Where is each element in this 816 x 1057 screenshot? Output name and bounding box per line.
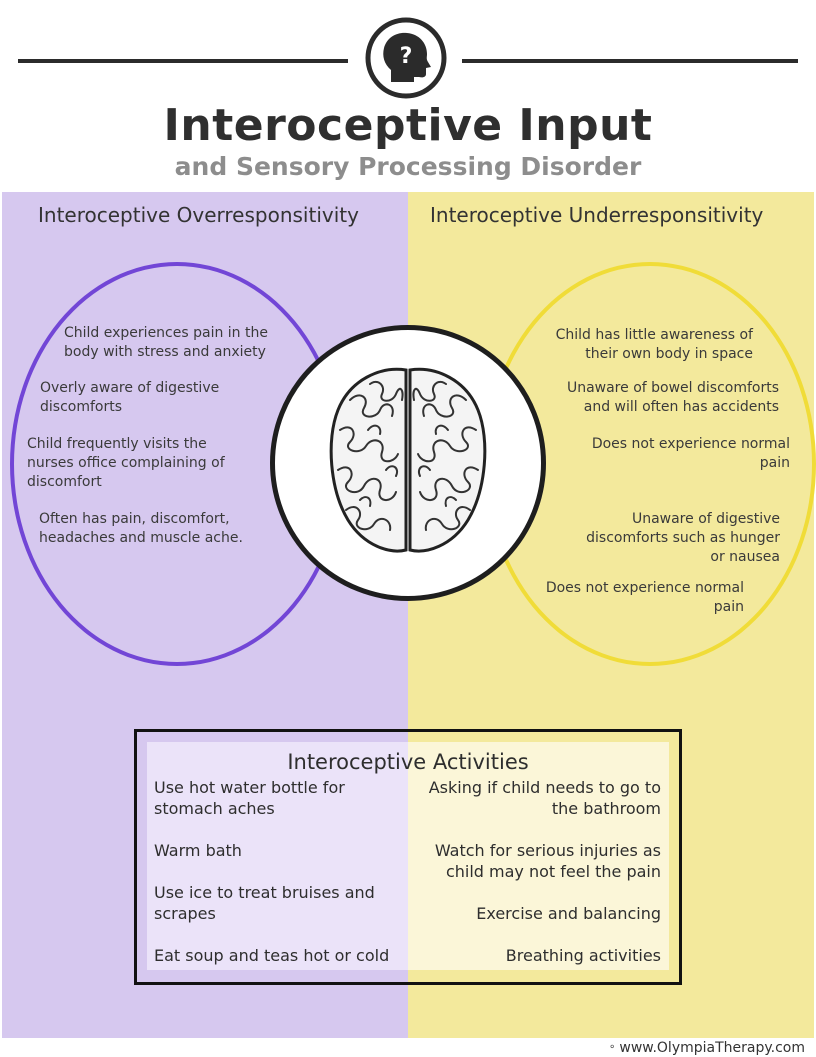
activity-item: Eat soup and teas hot or cold xyxy=(154,946,390,965)
overresponsivity-heading: Interoceptive Overresponsitivity xyxy=(38,203,359,227)
header-rule-left xyxy=(18,59,348,63)
under-item: Does not experience normal pain xyxy=(545,580,744,615)
activity-item: Watch for serious injuries as child may … xyxy=(434,841,661,881)
underresponsivity-heading: Interoceptive Underresponsitivity xyxy=(430,203,764,227)
activity-item: Asking if child needs to go to the bathr… xyxy=(428,778,661,818)
activity-item: Breathing activities xyxy=(505,946,661,965)
brain-circle xyxy=(270,325,546,601)
activities-box xyxy=(134,729,682,985)
over-item: Child frequently visits the nurses offic… xyxy=(27,436,225,490)
under-item: Unaware of bowel discomforts and will of… xyxy=(566,380,779,415)
activities-title: Interoceptive Activities xyxy=(287,750,529,774)
footer-url[interactable]: www.OlympiaTherapy.com xyxy=(619,1040,805,1056)
activity-item: Use ice to treat bruises and scrapes xyxy=(154,883,375,923)
over-item: Child experiences pain in the body with … xyxy=(64,325,268,360)
activities-left-bg xyxy=(147,742,408,970)
under-item: Unaware of digestive discomforts such as… xyxy=(586,511,780,565)
page-subtitle: and Sensory Processing Disorder xyxy=(174,152,642,181)
footer: ⚬www.OlympiaTherapy.com xyxy=(608,1039,805,1057)
head-question-icon: ? xyxy=(365,17,447,99)
page-title: Interoceptive Input xyxy=(163,100,653,151)
activity-item: Use hot water bottle for stomach aches xyxy=(154,778,345,818)
activities-right-bg xyxy=(408,742,669,970)
under-item: Child has little awareness of their own … xyxy=(555,327,753,362)
over-item: Often has pain, discomfort, headaches an… xyxy=(39,511,243,546)
brain-icon xyxy=(329,367,487,553)
activity-item: Exercise and balancing xyxy=(476,904,661,923)
header-rule-right xyxy=(462,59,798,63)
activity-item: Warm bath xyxy=(154,841,242,860)
over-item: Overly aware of digestive discomforts xyxy=(40,380,220,415)
olympia-logo-icon: ⚬ xyxy=(608,1042,617,1053)
svg-text:?: ? xyxy=(400,44,413,69)
under-item: Does not experience normal pain xyxy=(591,436,790,471)
